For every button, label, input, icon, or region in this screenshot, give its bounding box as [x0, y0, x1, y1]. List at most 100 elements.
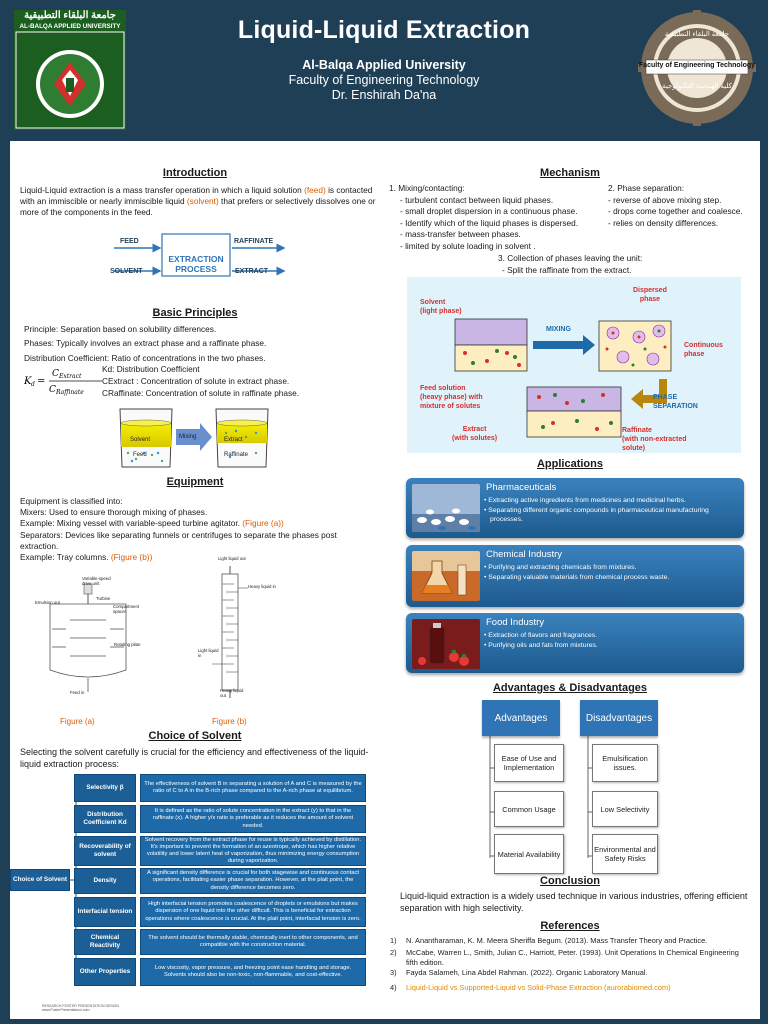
equipment-line-3-text: Example: Mixing vessel with variable-spe…: [20, 518, 243, 529]
disadvantage-item: Emulsification issues.: [592, 744, 658, 782]
figure-a-ref: (Figure (a)): [242, 518, 284, 529]
university-logo-left: [14, 10, 126, 130]
equipment-line-5-text: Example: Tray columns.: [20, 552, 111, 563]
fig-a-label-plate: Rotating plate: [114, 642, 141, 647]
app-list-food: • Extraction of flavors and fragrances. …: [484, 631, 740, 650]
introduction-heading: Introduction: [162, 167, 228, 179]
choice-criterion-description: The solvent should be thermally stable, …: [140, 929, 366, 955]
beaker-extract-label: Extract: [224, 437, 243, 443]
university-name: Al-Balqa Applied University: [302, 58, 466, 72]
figure-b-caption: Figure (b): [212, 717, 247, 726]
app-item: • Purifying and extracting chemicals fro…: [484, 564, 637, 571]
app-item-text: Purifying oils and fats from mixtures.: [488, 641, 598, 649]
app-item-text: Purifying and extracting chemicals from …: [488, 564, 637, 571]
fig-b-label-light-in: Light liquid in: [198, 648, 219, 658]
disadvantage-item: Low Selectivity: [592, 791, 658, 827]
svg-text:Raffinate: Raffinate: [55, 389, 84, 396]
logo-right-ar: جامعة البلقاء التطبيقية: [664, 31, 730, 38]
principle-line-1: Principle: Separation based on solubilit…: [24, 324, 217, 334]
choice-criterion-description: High interfacial tension promotes coales…: [140, 897, 366, 927]
choice-criterion-label: Chemical Reactivity: [74, 929, 136, 955]
app-card-chemical: Chemical Industry • Purifying and extrac…: [406, 545, 744, 607]
mixing-vessel-figure: [49, 583, 127, 692]
kd-def: Kd: Distribution Coefficient: [102, 364, 200, 374]
mech-mixing-label: MIXING: [546, 326, 571, 333]
references-heading: References: [540, 920, 600, 932]
reference-number: 1): [390, 936, 397, 945]
beaker-solvent-label: Solvent: [130, 437, 151, 443]
mechanism-step: - small droplet dispersion in a continuo…: [400, 206, 578, 217]
mech-extract-label: Extract (with solutes): [452, 425, 497, 443]
app-item-text: Extraction of flavors and fragrances.: [488, 632, 598, 639]
poster-header: جامعة البلقاء التطبيقية AL-BALQA APPLIED…: [0, 0, 768, 140]
mechanism-step: - drops come together and coalesce.: [608, 206, 743, 217]
figure-b-ref: (Figure (b)): [110, 552, 153, 563]
mech-continuous-label: Continuous phase: [684, 341, 723, 359]
kd-legend: Kd: Distribution Coefficient CExtract : …: [102, 364, 342, 399]
logo-left-ar: جامعة البلقاء التطبيقية: [24, 10, 116, 21]
mechanism-diagram: [407, 277, 741, 453]
extraction-process-diagram: [114, 233, 286, 277]
svg-text:C: C: [49, 385, 56, 395]
mechanism-step: - reverse of above mixing step.: [608, 194, 722, 205]
adv-dis-connectors: [489, 736, 592, 858]
choice-of-solvent-heading: Choice of Solvent: [148, 730, 242, 742]
mechanism-step: 1. Mixing/contacting:: [389, 183, 465, 193]
intro-feed: (feed): [304, 185, 326, 195]
app-item: • Separating different organic compounds…: [484, 506, 709, 524]
advantage-item: Material Availability: [494, 834, 564, 874]
choice-criterion-label: Interfacial tension: [74, 897, 136, 927]
mech-feed-label-2: (heavy phase) with: [420, 394, 483, 401]
equipment-line-4: Separators: Devices like separating funn…: [20, 529, 337, 551]
mech-continuous-label-1: Continuous: [684, 342, 723, 349]
app-item-text: Separating different organic compounds i…: [488, 506, 709, 524]
beaker-mixing-label: Mixing: [179, 434, 197, 440]
app-list-pharma: • Extracting active ingredients from med…: [484, 496, 740, 525]
app-title-chemical: Chemical Industry: [486, 549, 563, 560]
advantages-header: Advantages: [482, 700, 560, 736]
tray-column-figure: [212, 566, 248, 698]
choice-criterion-description: It is defined as the ratio of solute con…: [140, 805, 366, 833]
mech-extract-label-1: Extract: [462, 426, 487, 433]
choice-criterion-label: Selectivity β: [74, 774, 136, 802]
mech-continuous-label-2: phase: [684, 351, 705, 358]
mechanism-step: - limited by solute loading in solvent .: [400, 240, 536, 251]
reference-link[interactable]: Liquid-Liquid vs Supported-Liquid vs Sol…: [406, 983, 671, 992]
mech-feed-label-1: Feed solution: [420, 385, 466, 392]
mech-separation-label-2: SEPARATION: [653, 403, 698, 410]
chemical-industry-image: [412, 551, 480, 601]
pharmaceuticals-image: [412, 484, 480, 532]
mechanism-collection-item: - Split the raffinate from the extract.: [502, 265, 632, 275]
intro-text-a: Liquid-Liquid extraction is a mass trans…: [20, 185, 305, 195]
svg-text:Extract: Extract: [58, 373, 82, 380]
mech-extract-label-2: (with solutes): [452, 435, 498, 442]
figure-a-caption: Figure (a): [60, 717, 95, 726]
introduction-text: Liquid-Liquid extraction is a mass trans…: [20, 185, 382, 219]
mechanism-step: - Identify which of the liquid phases is…: [400, 217, 579, 228]
intro-solvent: (solvent): [186, 196, 219, 207]
principle-line-2: Phases: Typically involves an extract ph…: [24, 338, 267, 349]
applications-heading: Applications: [536, 458, 603, 470]
mech-raffinate-label-1: Raffinate: [622, 427, 652, 434]
app-card-food: Food Industry • Extraction of flavors an…: [406, 613, 744, 673]
choice-criterion-label: Recoverability of solvent: [74, 836, 136, 866]
equipment-line-2: Mixers: Used to ensure thorough mixing o…: [20, 507, 208, 518]
diagram-box-line1: EXTRACTION: [168, 254, 224, 264]
app-card-pharma: Pharmaceuticals • Extracting active ingr…: [406, 478, 744, 538]
app-item-text: Extracting active ingredients from medic…: [488, 497, 686, 504]
advantage-item: Ease of Use and Implementation: [494, 744, 564, 782]
svg-text:K: K: [23, 376, 32, 387]
disadvantage-item: Environmental and Safety Risks: [592, 834, 658, 874]
disadvantages-header: Disadvantages: [580, 700, 658, 736]
diagram-raffinate: RAFFINATE: [234, 238, 274, 245]
svg-text:C: C: [52, 369, 59, 379]
fig-a-label-turbine: Turbine: [96, 596, 111, 601]
beaker-illustration: [119, 408, 269, 468]
mechanism-step: 2. Phase separation:: [608, 183, 685, 193]
diagram-box-line2: PROCESS: [175, 264, 217, 274]
reference-text: N. Anantharaman, K. M. Meera Sheriffa Be…: [406, 936, 708, 945]
reference-number: 3): [390, 968, 397, 977]
mechanism-mixing-list: 1. Mixing/contacting:- turbulent contact…: [389, 183, 609, 253]
